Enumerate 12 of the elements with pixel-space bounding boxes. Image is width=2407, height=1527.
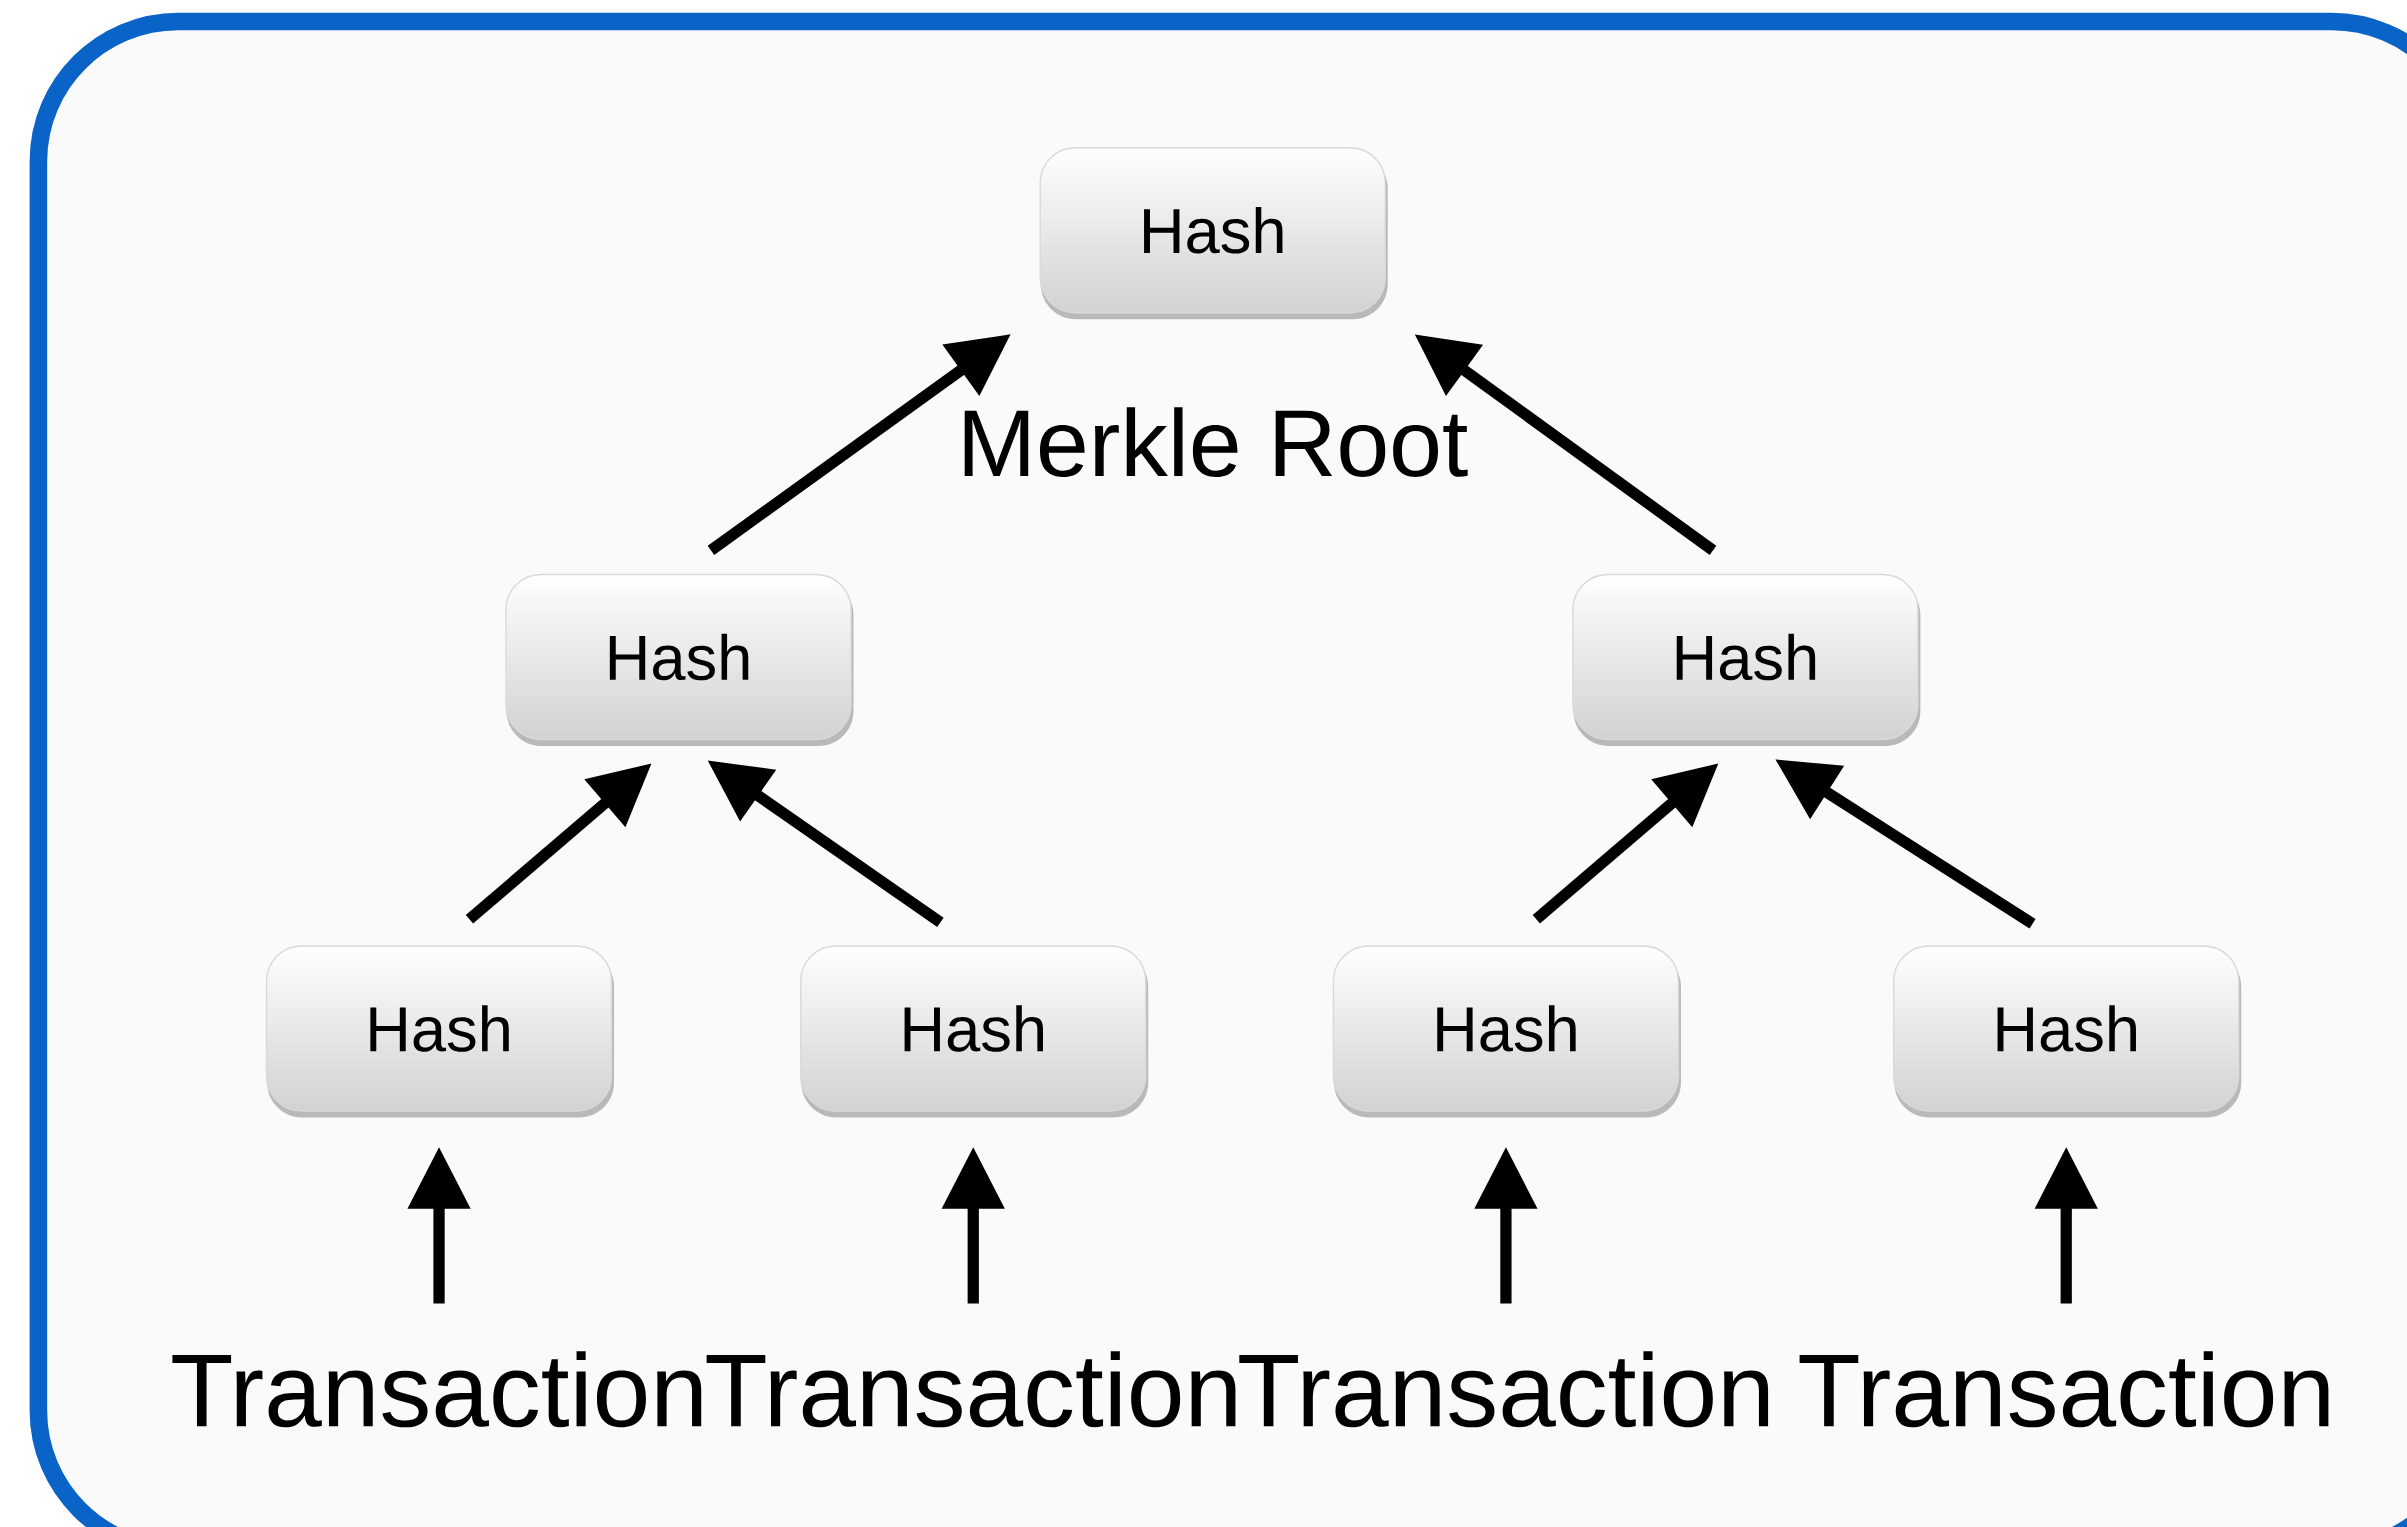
transaction-label: Transaction xyxy=(172,1351,702,1428)
hash-box: Hash xyxy=(1572,573,1921,746)
hash-box: Hash xyxy=(505,573,854,746)
transaction-label: Transaction xyxy=(1239,1351,1769,1428)
hash-box: Hash xyxy=(800,945,1149,1118)
hash-box: Hash xyxy=(265,945,615,1118)
hash-box: Hash xyxy=(1893,945,2242,1118)
hash-box: Hash xyxy=(1332,945,1681,1118)
hash-box: Hash xyxy=(1039,146,1388,320)
transaction-label: Transaction xyxy=(706,1351,1236,1428)
node-label: Merkle Root xyxy=(964,407,1468,477)
transaction-label: Transaction xyxy=(1799,1351,2329,1428)
